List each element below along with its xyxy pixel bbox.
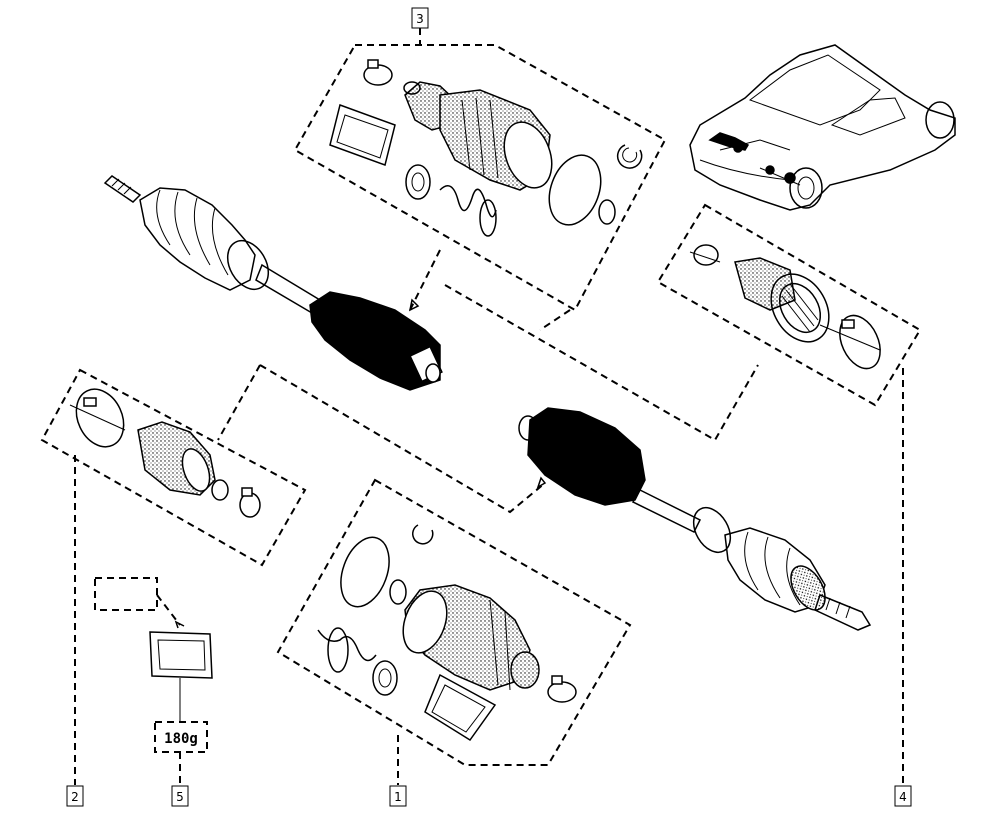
kit-1 [276, 478, 632, 785]
kit-5 [94, 577, 213, 785]
driveshaft-lower [518, 407, 872, 631]
label-3-group: 3 [411, 7, 429, 29]
car-illustration [689, 44, 956, 211]
driveshaft-upper [103, 175, 443, 391]
label-1-group: 1 [389, 785, 407, 807]
label-5: 5 [176, 790, 184, 804]
kit-2 [40, 368, 307, 785]
label-5-group: 5 [171, 785, 189, 807]
label-4: 4 [899, 790, 907, 804]
label-4-group: 4 [894, 785, 912, 807]
label-1: 1 [394, 790, 402, 804]
kit-3 [293, 28, 667, 312]
leader-lines [217, 249, 759, 514]
label-3: 3 [416, 12, 424, 26]
label-2-group: 2 [66, 785, 84, 807]
kit-4 [656, 203, 922, 785]
grease-quantity-label: 180g [164, 731, 198, 747]
label-2: 2 [71, 790, 79, 804]
